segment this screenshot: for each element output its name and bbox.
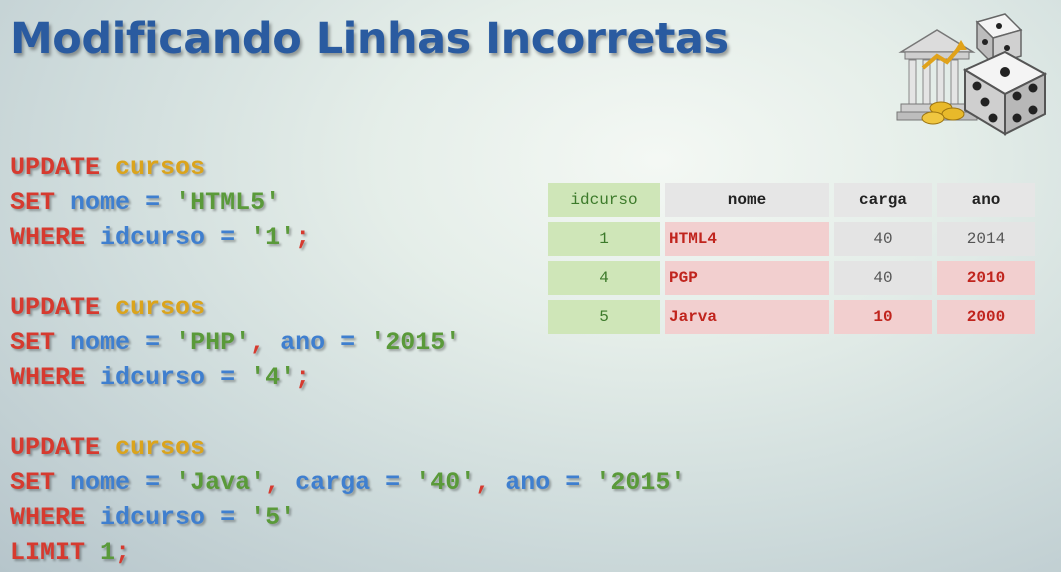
column-header-nome: nome [665, 183, 829, 217]
sql-punctuation: ; [295, 223, 311, 252]
table-row: 1 HTML4 40 2014 [548, 222, 1035, 256]
code-line: SET nome = 'HTML5' [10, 185, 685, 220]
table-header-row: idcurso nome carga ano [548, 183, 1035, 217]
sql-string: 'Java' [175, 468, 266, 497]
sql-column: ano [280, 328, 326, 357]
sql-keyword: UPDATE [10, 293, 101, 322]
page-title: Modificando Linhas Incorretas [10, 14, 729, 64]
code-line: WHERE idcurso = '1'; [10, 220, 685, 255]
sql-column: nome [70, 188, 131, 217]
sql-table-name: cursos [115, 293, 206, 322]
sql-keyword: WHERE [10, 363, 86, 392]
sql-operator: = [340, 328, 356, 357]
sql-punctuation: ; [115, 538, 131, 567]
sql-column: carga [295, 468, 371, 497]
sql-punctuation: , [265, 468, 281, 497]
sql-operator: = [220, 503, 236, 532]
sql-string: '1' [250, 223, 296, 252]
sql-operator: = [220, 363, 236, 392]
sql-column: nome [70, 328, 131, 357]
sql-string: 'HTML5' [175, 188, 281, 217]
sql-keyword: UPDATE [10, 433, 101, 462]
sql-string: 'PHP' [175, 328, 251, 357]
sql-keyword: LIMIT [10, 538, 86, 567]
sql-punctuation: ; [295, 363, 311, 392]
table-row: 5 Jarva 10 2000 [548, 300, 1035, 334]
sql-keyword: WHERE [10, 503, 86, 532]
sql-operator: = [145, 468, 161, 497]
sql-column: idcurso [100, 363, 206, 392]
cell-idcurso: 4 [548, 261, 660, 295]
cell-ano: 2010 [937, 261, 1035, 295]
sql-number: 1 [100, 538, 116, 567]
sql-string: '5' [250, 503, 296, 532]
sql-string: '40' [415, 468, 476, 497]
code-line: LIMIT 1; [10, 535, 685, 570]
cell-idcurso: 1 [548, 222, 660, 256]
sql-column: idcurso [100, 223, 206, 252]
sql-table-name: cursos [115, 433, 206, 462]
column-header-idcurso: idcurso [548, 183, 660, 217]
sql-operator: = [145, 188, 161, 217]
sql-keyword: SET [10, 188, 56, 217]
sql-column: nome [70, 468, 131, 497]
cell-ano: 2000 [937, 300, 1035, 334]
cell-carga: 10 [834, 300, 932, 334]
sql-keyword: SET [10, 468, 56, 497]
cell-carga: 40 [834, 222, 932, 256]
code-line: UPDATE cursos [10, 290, 685, 325]
sql-keyword: UPDATE [10, 153, 101, 182]
code-line: WHERE idcurso = '4'; [10, 360, 685, 395]
sql-column: idcurso [100, 503, 206, 532]
cell-carga: 40 [834, 261, 932, 295]
cell-idcurso: 5 [548, 300, 660, 334]
cursos-table: idcurso nome carga ano 1 HTML4 40 2014 4… [543, 178, 1040, 339]
sql-punctuation: , [250, 328, 266, 357]
sql-operator: = [385, 468, 401, 497]
sql-string: '2015' [595, 468, 686, 497]
cell-nome: HTML4 [665, 222, 829, 256]
cell-nome: Jarva [665, 300, 829, 334]
code-line: SET nome = 'Java', carga = '40', ano = '… [10, 465, 685, 500]
table-row: 4 PGP 40 2010 [548, 261, 1035, 295]
code-line: SET nome = 'PHP', ano = '2015' [10, 325, 685, 360]
sql-code-listing: UPDATE cursos SET nome = 'HTML5' WHERE i… [10, 150, 685, 570]
sql-string: '4' [250, 363, 296, 392]
code-line: WHERE idcurso = '5' [10, 500, 685, 535]
sql-operator: = [565, 468, 581, 497]
cell-nome: PGP [665, 261, 829, 295]
bank-building-dice-icon [896, 13, 1048, 136]
sql-column: ano [505, 468, 551, 497]
sql-table-name: cursos [115, 153, 206, 182]
column-header-carga: carga [834, 183, 932, 217]
sql-punctuation: , [475, 468, 491, 497]
cell-ano: 2014 [937, 222, 1035, 256]
code-line: UPDATE cursos [10, 430, 685, 465]
sql-keyword: SET [10, 328, 56, 357]
column-header-ano: ano [937, 183, 1035, 217]
code-line: UPDATE cursos [10, 150, 685, 185]
sql-operator: = [145, 328, 161, 357]
sql-operator: = [220, 223, 236, 252]
sql-string: '2015' [370, 328, 461, 357]
sql-keyword: WHERE [10, 223, 86, 252]
